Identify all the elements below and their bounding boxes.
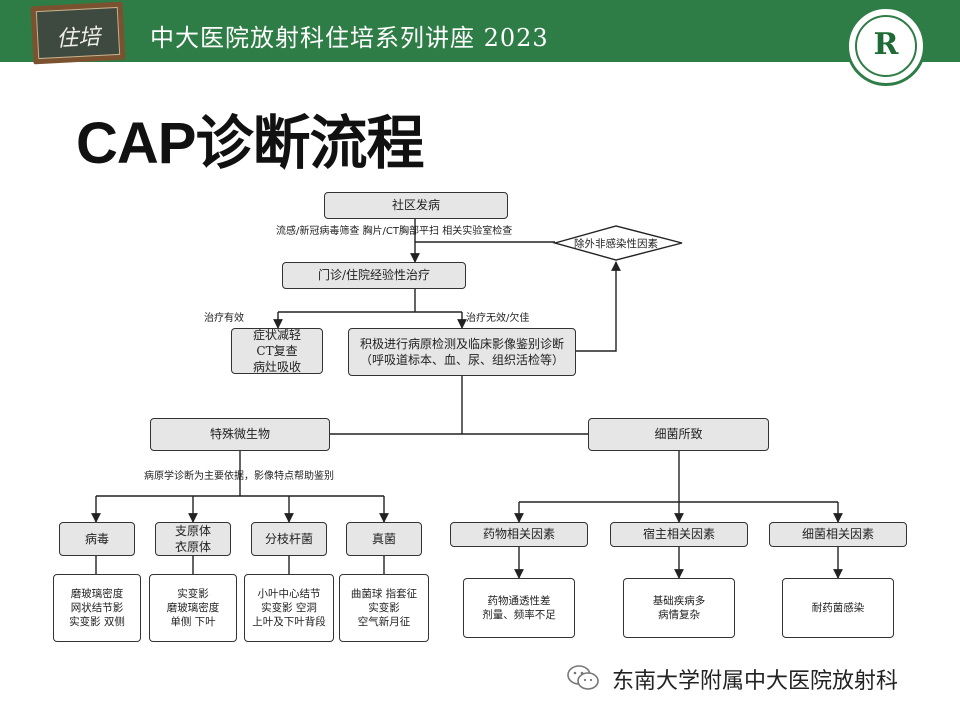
- node-virus-text: 病毒: [84, 531, 109, 546]
- improved-line-3: 病灶吸收: [252, 360, 301, 375]
- exclude-decision-diamond: [552, 225, 683, 261]
- drug-detail-2: 剂量、频率不足: [482, 609, 556, 621]
- node-special-microorganism-text: 特殊微生物: [209, 427, 270, 442]
- improved-line-1: 症状减轻: [252, 327, 301, 342]
- page-title: CAP诊断流程: [76, 111, 424, 176]
- bacteria-detail-1: 耐药菌感染: [811, 601, 865, 614]
- node-bacteria-factors-text: 细菌相关因素: [801, 527, 874, 542]
- node-drug-details: 药物通透性差 剂量、频率不足: [463, 578, 575, 638]
- series-title: 中大医院放射科住培系列讲座 2023: [150, 24, 549, 52]
- mycoplasma-line-1: 支原体: [174, 523, 211, 538]
- node-community-onset: 社区发病: [324, 192, 508, 219]
- virus-finding-3: 实变影 双侧: [69, 616, 125, 629]
- node-outpatient-treatment: 门诊/住院经验性治疗: [282, 262, 466, 289]
- node-host-details: 基础疾病多 病情复杂: [623, 578, 735, 638]
- node-bacteria-factors: 细菌相关因素: [769, 522, 907, 547]
- screening-line-3: 相关实验室检查: [442, 226, 513, 237]
- node-fungus-text: 真菌: [371, 531, 396, 546]
- mycobacterium-finding-2: 实变影 空洞: [261, 601, 317, 614]
- mycoplasma-finding-3: 单侧 下叶: [170, 616, 216, 629]
- node-bacterial-text: 细菌所致: [654, 427, 703, 442]
- node-mycoplasma-findings: 实变影 磨玻璃密度 单侧 下叶: [149, 574, 237, 642]
- node-improved: 症状减轻 CT复查 病灶吸收: [231, 328, 323, 374]
- fungus-finding-1: 曲菌球 指套征: [350, 587, 418, 600]
- node-outpatient-treatment-text: 门诊/住院经验性治疗: [317, 268, 431, 283]
- node-host-factors: 宿主相关因素: [610, 522, 748, 547]
- logo-letter: R: [873, 27, 899, 62]
- node-community-onset-text: 社区发病: [391, 198, 440, 213]
- ineffective-label: 治疗无效/欠佳: [466, 313, 530, 324]
- watermark-text: 东南大学附属中大医院放射科: [612, 669, 899, 694]
- virus-finding-1: 磨玻璃密度: [70, 587, 124, 600]
- effective-label: 治疗有效: [204, 313, 244, 324]
- node-mycoplasma: 支原体 衣原体: [155, 522, 231, 556]
- node-special-microorganism: 特殊微生物: [150, 418, 330, 451]
- active-diagnosis-line-1: 积极进行病原检测及临床影像鉴别诊断: [359, 336, 564, 351]
- active-diagnosis-line-2: （呼吸道标本、血、尿、组织活检等）: [359, 353, 564, 367]
- mycobacterium-finding-1: 小叶中心结节: [257, 587, 321, 600]
- header-bar: 住培 中大医院放射科住培系列讲座 2023: [0, 0, 960, 65]
- fungus-finding-3: 空气新月征: [357, 616, 411, 629]
- screening-line-1: 流感/新冠病毒筛查: [276, 226, 360, 237]
- node-mycobacterium-findings: 小叶中心结节 实变影 空洞 上叶及下叶背段: [244, 574, 334, 642]
- connector-active-to-exclude: [575, 261, 621, 352]
- node-mycobacterium: 分枝杆菌: [251, 522, 327, 556]
- pathogen-note-label: 病原学诊断为主要依据，影像特点帮助鉴别: [144, 471, 334, 482]
- mycoplasma-line-2: 衣原体: [174, 540, 211, 554]
- mycoplasma-finding-1: 实变影: [177, 587, 209, 600]
- fungus-finding-2: 实变影: [368, 601, 400, 614]
- screening-label: 流感/新冠病毒筛查 胸片/CT胸部平扫 相关实验室检查: [276, 226, 512, 239]
- node-mycobacterium-text: 分枝杆菌: [264, 531, 313, 546]
- wechat-icon: [567, 665, 599, 690]
- wechat-watermark: 东南大学附属中大医院放射科: [566, 660, 936, 696]
- node-bacteria-details: 耐药菌感染: [782, 578, 894, 638]
- exclude-noninfectious-label: 除外非感染性因素: [574, 238, 658, 250]
- node-drug-factors: 药物相关因素: [450, 522, 588, 547]
- virus-finding-2: 网状结节影: [70, 601, 124, 614]
- drug-detail-1: 药物通透性差: [487, 594, 551, 607]
- host-detail-2: 病情复杂: [658, 609, 700, 621]
- hospital-logo: R: [846, 6, 926, 86]
- host-detail-1: 基础疾病多: [652, 594, 706, 607]
- node-virus: 病毒: [59, 522, 135, 556]
- logo-ring: [855, 15, 917, 77]
- node-fungus-findings: 曲菌球 指套征 实变影 空气新月征: [339, 574, 429, 642]
- node-bacterial: 细菌所致: [588, 418, 769, 451]
- mycobacterium-finding-3: 上叶及下叶背段: [252, 616, 326, 629]
- node-fungus: 真菌: [346, 522, 422, 556]
- node-host-factors-text: 宿主相关因素: [642, 527, 715, 542]
- improved-line-2: CT复查: [256, 343, 298, 358]
- node-drug-factors-text: 药物相关因素: [482, 527, 555, 542]
- screening-line-2: 胸片/CT胸部平扫: [362, 226, 440, 237]
- mycoplasma-finding-2: 磨玻璃密度: [166, 601, 220, 614]
- node-virus-findings: 磨玻璃密度 网状结节影 实变影 双侧: [53, 574, 141, 642]
- node-active-diagnosis: 积极进行病原检测及临床影像鉴别诊断 （呼吸道标本、血、尿、组织活检等）: [348, 328, 576, 376]
